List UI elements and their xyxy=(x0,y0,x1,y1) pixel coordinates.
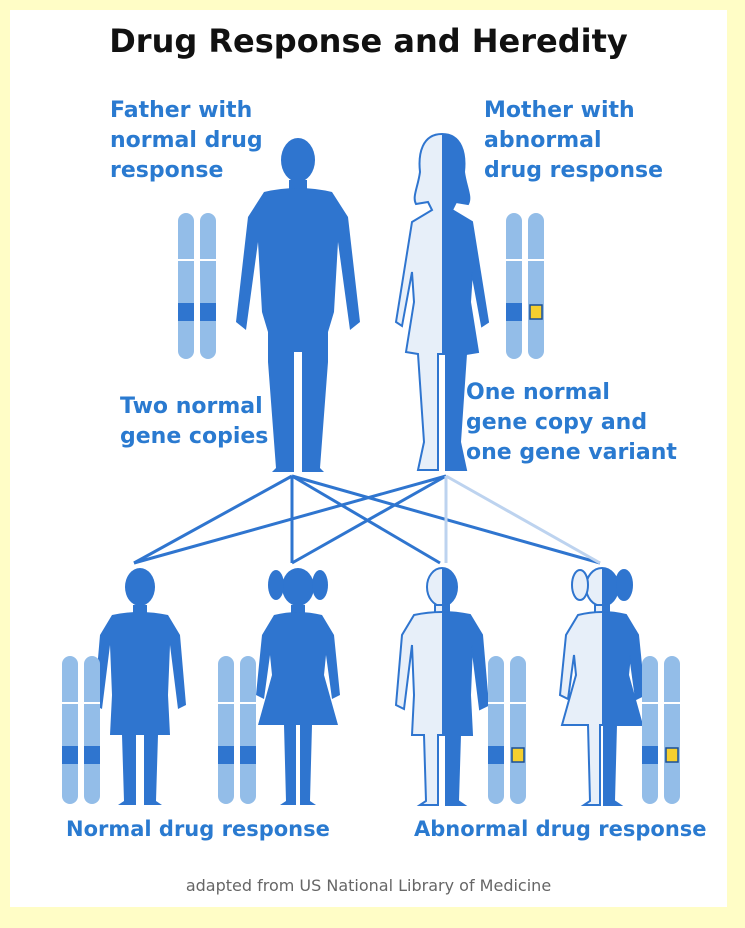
normal-gene-band xyxy=(218,746,234,764)
chromosome xyxy=(62,656,78,804)
centromere xyxy=(506,259,522,261)
son-normal-chromosome-pair xyxy=(62,656,100,804)
chromosome xyxy=(240,656,256,804)
centromere xyxy=(218,702,234,704)
normal-gene-band xyxy=(200,303,216,321)
centromere xyxy=(664,702,680,704)
gene-variant-band xyxy=(530,305,542,319)
chromosome xyxy=(528,213,544,359)
chromosome xyxy=(506,213,522,359)
centromere xyxy=(642,702,658,704)
daughter-abnormal-figure xyxy=(560,568,644,805)
diagram-panel: Drug Response and Heredity Father with n… xyxy=(10,10,727,907)
chromosome xyxy=(178,213,194,359)
chromosome xyxy=(664,656,680,804)
daughter-normal-figure xyxy=(256,568,340,805)
centromere xyxy=(200,259,216,261)
son-normal-figure xyxy=(94,568,186,805)
mother-figure xyxy=(396,134,488,470)
centromere xyxy=(178,259,194,261)
normal-gene-band xyxy=(240,746,256,764)
daughter-normal-chromosome-pair xyxy=(218,656,256,804)
father-figure xyxy=(236,138,360,472)
normal-gene-band xyxy=(642,746,658,764)
chromosome xyxy=(218,656,234,804)
centromere xyxy=(84,702,100,704)
gene-variant-band xyxy=(512,748,524,762)
normal-gene-band xyxy=(62,746,78,764)
son-abnormal-figure xyxy=(396,568,488,805)
chromosome xyxy=(84,656,100,804)
normal-gene-band xyxy=(178,303,194,321)
inheritance-lines xyxy=(134,476,600,563)
daughter-abnormal-chromosome-pair xyxy=(642,656,680,804)
credit-line: adapted from US National Library of Medi… xyxy=(10,876,727,895)
centromere xyxy=(510,702,526,704)
centromere xyxy=(240,702,256,704)
normal-gene-band xyxy=(488,746,504,764)
mother-chromosome-pair xyxy=(506,213,544,359)
normal-gene-band xyxy=(84,746,100,764)
chromosome xyxy=(200,213,216,359)
chromosome xyxy=(510,656,526,804)
centromere xyxy=(62,702,78,704)
centromere xyxy=(488,702,504,704)
chromosome xyxy=(642,656,658,804)
normal-response-label: Normal drug response xyxy=(66,814,330,844)
centromere xyxy=(528,259,544,261)
heredity-illustration xyxy=(10,10,727,907)
father-chromosome-pair xyxy=(178,213,216,359)
gene-variant-band xyxy=(666,748,678,762)
normal-gene-band xyxy=(506,303,522,321)
abnormal-response-label: Abnormal drug response xyxy=(414,814,707,844)
son-abnormal-chromosome-pair xyxy=(488,656,526,804)
chromosome xyxy=(488,656,504,804)
